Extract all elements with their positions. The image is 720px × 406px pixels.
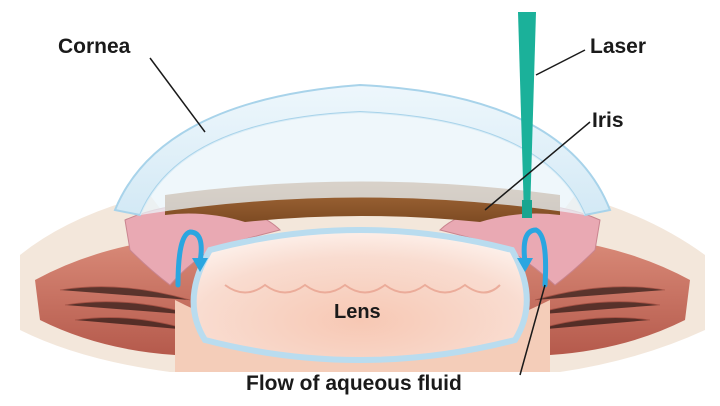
label-flow-of-aqueous-fluid: Flow of aqueous fluid [246, 372, 462, 395]
laser-spot [522, 200, 532, 218]
label-lens: Lens [334, 301, 381, 323]
ciliary-texture [59, 286, 666, 331]
anterior-chamber [140, 112, 585, 215]
leader-laser [535, 49, 586, 76]
label-iris: Iris [592, 109, 624, 132]
lens [190, 227, 530, 363]
flow-arrow-right [521, 227, 549, 288]
lens-scallops [224, 283, 501, 294]
laser-beam [518, 12, 536, 215]
flow-arrow-left [175, 229, 204, 288]
leader-flow [519, 284, 546, 376]
arrowhead-right-icon [517, 258, 533, 272]
leader-iris [484, 121, 591, 211]
arrowhead-left-icon [192, 258, 208, 272]
leader-lines [149, 49, 591, 376]
flow-arrows [175, 227, 549, 288]
leader-cornea [149, 57, 206, 133]
label-cornea: Cornea [58, 35, 131, 58]
label-laser: Laser [590, 35, 647, 58]
